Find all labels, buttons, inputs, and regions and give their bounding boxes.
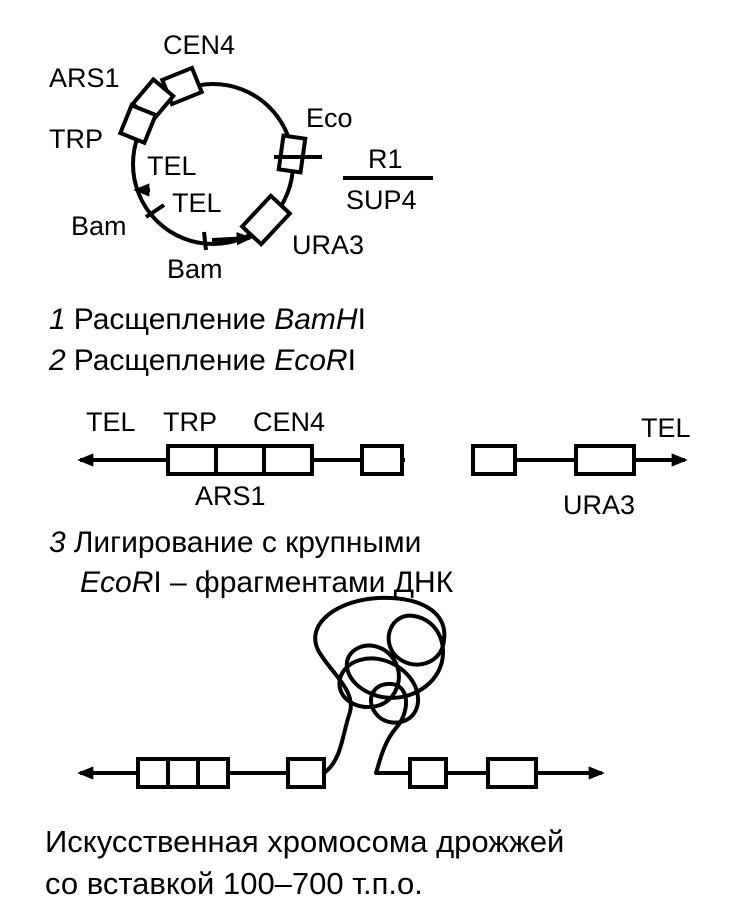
insert-dna-coil bbox=[313, 595, 447, 775]
small-box-right-fragment bbox=[471, 444, 517, 476]
label-ura3: URA3 bbox=[292, 230, 364, 260]
yac-box-2 bbox=[166, 757, 200, 789]
right-fragment: TEL URA3 bbox=[471, 413, 691, 520]
left-fragment: TEL TRP CEN4 ARS1 bbox=[77, 407, 405, 511]
yac-box-6 bbox=[486, 757, 538, 789]
tel-arrow-lower bbox=[211, 232, 253, 246]
final-yac bbox=[77, 595, 605, 789]
frag-label-ura3: URA3 bbox=[563, 490, 635, 520]
label-sup4: SUP4 bbox=[346, 185, 417, 215]
bam-bottom-cut bbox=[202, 231, 208, 251]
frag-label-tel-left: TEL bbox=[86, 407, 136, 437]
label-bam-bottom: Bam bbox=[167, 254, 223, 284]
bam-left-cut bbox=[144, 203, 166, 219]
label-eco: Eco bbox=[306, 103, 353, 133]
yac-box-1 bbox=[136, 757, 170, 789]
frag-label-tel-right: TEL bbox=[641, 413, 691, 443]
trp-box-linear bbox=[166, 444, 218, 476]
label-ars1: ARS1 bbox=[49, 63, 120, 93]
yac-box-4 bbox=[286, 757, 326, 789]
label-cen4: CEN4 bbox=[163, 30, 235, 60]
label-r1: R1 bbox=[368, 144, 403, 174]
caption-line-1: Искусственная хромосома дрожжей bbox=[45, 824, 564, 859]
eco-sup4-box bbox=[276, 133, 308, 175]
cen4-box-linear bbox=[262, 444, 314, 476]
ura3-box-linear bbox=[574, 444, 636, 476]
label-trp: TRP bbox=[49, 124, 103, 154]
plasmid-vector: CEN4 ARS1 TRP TEL TEL Bam Bam Eco R1 SUP… bbox=[49, 30, 433, 284]
yac-box-3 bbox=[196, 757, 230, 789]
label-bam-left: Bam bbox=[71, 211, 127, 241]
label-tel-lower: TEL bbox=[172, 188, 222, 218]
frag-label-ars1: ARS1 bbox=[195, 481, 266, 511]
trp-box bbox=[117, 102, 159, 146]
label-tel-upper: TEL bbox=[147, 151, 197, 181]
caption-line-2: со вставкой 100–700 т.п.о. bbox=[45, 866, 423, 901]
frag-label-cen4: CEN4 bbox=[253, 407, 325, 437]
ars1-box-linear bbox=[214, 444, 266, 476]
frag-label-trp: TRP bbox=[163, 407, 217, 437]
yac-box-5 bbox=[408, 757, 448, 789]
step-3-line-2: EcoRI – фрагментами ДНК bbox=[80, 566, 454, 599]
small-box-left-fragment bbox=[360, 444, 404, 476]
